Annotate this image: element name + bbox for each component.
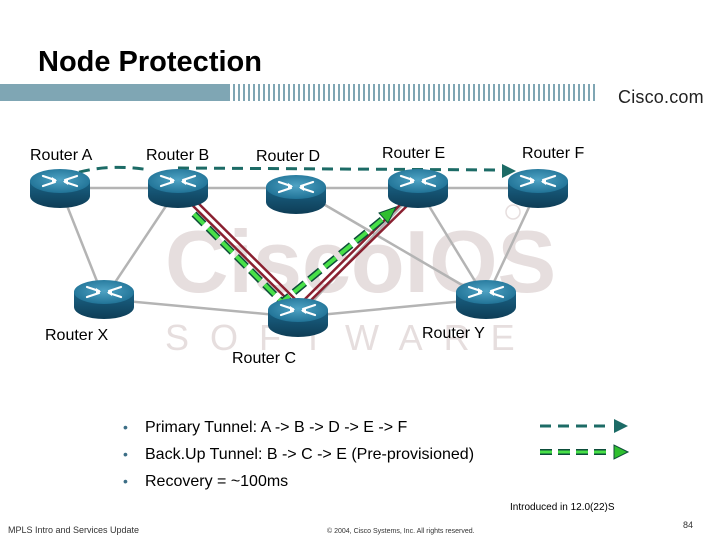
legend-backup-arrow (540, 444, 630, 460)
bullet-dot: • (123, 446, 128, 462)
router-f-icon[interactable] (506, 167, 570, 210)
header-bar (0, 84, 720, 101)
router-b-label: Router B (146, 147, 209, 164)
bullet-dot: • (123, 473, 128, 489)
watermark-software: SOFTWARE (165, 317, 536, 358)
router-d-icon[interactable] (264, 173, 328, 216)
footer-title: MPLS Intro and Services Update (8, 525, 140, 535)
page-number: 84 (683, 520, 694, 530)
cisco-brand-link[interactable]: Cisco.com (618, 87, 704, 107)
router-y-icon[interactable] (454, 278, 518, 321)
slide-title: Node Protection (38, 46, 262, 78)
header-bar-stripes (218, 84, 598, 101)
bullet-text: Back.Up Tunnel: B -> C -> E (Pre-provisi… (145, 446, 475, 463)
header-bar-solid (0, 84, 230, 101)
footer-copyright: © 2004, Cisco Systems, Inc. All rights r… (327, 528, 475, 535)
link-c-y (297, 297, 487, 319)
bullet-backup-tunnel: • Back.Up Tunnel: B -> C -> E (Pre-provis… (123, 443, 474, 470)
bullet-dot: • (123, 419, 128, 435)
router-x-label: Router X (45, 327, 108, 344)
link-d-y (295, 186, 487, 301)
router-c-icon[interactable] (266, 296, 330, 339)
router-a-label: Router A (30, 147, 93, 164)
legend-bullets: • Primary Tunnel: A -> B -> D -> E -> F •… (123, 416, 474, 497)
router-e-label: Router E (382, 145, 445, 162)
router-y-label: Router Y (422, 325, 485, 342)
router-x-icon[interactable] (72, 278, 136, 321)
bullet-text: Primary Tunnel: A -> B -> D -> E -> F (145, 419, 408, 436)
router-c-label: Router C (232, 350, 296, 367)
primary-tunnel-b-f (177, 166, 501, 172)
bullet-text: Recovery = ~100ms (145, 473, 289, 490)
router-d-label: Router D (256, 148, 320, 165)
bullet-recovery: • Recovery = ~100ms (123, 470, 474, 497)
watermark-registered-mark (505, 204, 521, 220)
primary-tunnel-arrow (502, 164, 516, 178)
router-a-icon[interactable] (28, 167, 92, 210)
bullet-primary-tunnel: • Primary Tunnel: A -> B -> D -> E -> F (123, 416, 474, 443)
router-e-icon[interactable] (386, 167, 450, 210)
router-f-label: Router F (522, 145, 584, 162)
link-b-c-a (181, 194, 293, 305)
router-b-icon[interactable] (146, 167, 210, 210)
link-b-c-b (186, 191, 298, 302)
link-c-e-b (304, 198, 415, 307)
backup-tunnel-arrow (378, 206, 398, 224)
introduced-note: Introduced in 12.0(22)S (510, 502, 615, 513)
link-x-c (103, 297, 299, 319)
legend-primary-arrow (540, 419, 628, 433)
